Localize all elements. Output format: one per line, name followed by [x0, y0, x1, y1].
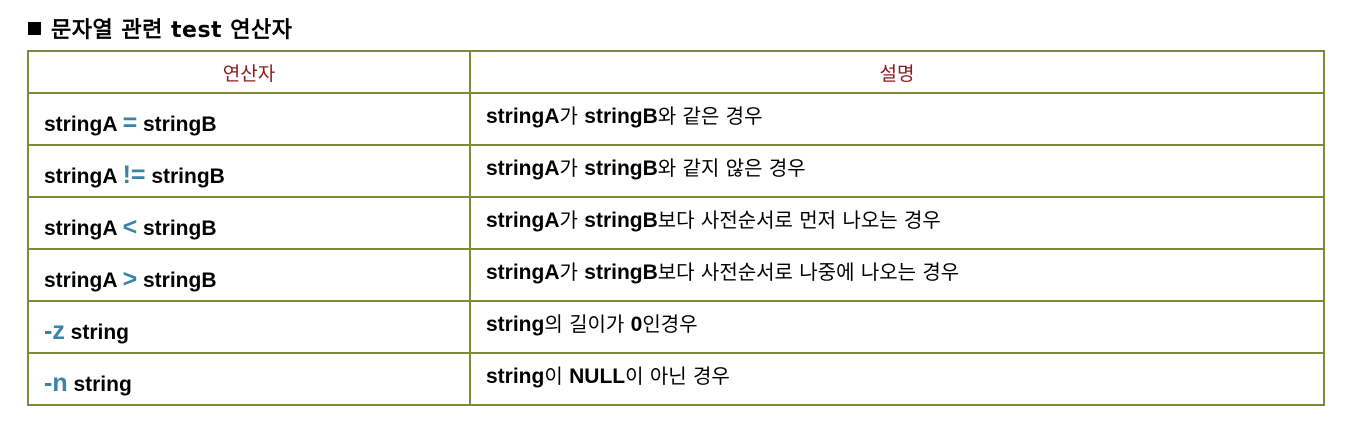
heading-text: 문자열 관련 test 연산자 — [51, 18, 293, 43]
description-keyword: NULL — [569, 365, 626, 388]
description-text: string의 길이가 0인경우 — [486, 303, 1322, 337]
table-header-row: 연산자 설명 — [27, 50, 1325, 94]
header-description: 설명 — [469, 50, 1325, 94]
table-row: -z string string의 길이가 0인경우 — [27, 300, 1325, 354]
description-fragment: 와 같지 않은 경우 — [657, 156, 806, 180]
operator-cell: stringA > stringB — [27, 248, 471, 302]
operand-left: stringA — [44, 165, 123, 188]
description-fragment: 가 — [559, 260, 585, 284]
table-row: stringA != stringB stringA가 stringB와 같지 … — [27, 144, 1325, 198]
operand-left: stringA — [44, 217, 123, 240]
operator-symbol: -n — [44, 369, 68, 397]
description-keyword: stringA — [486, 261, 560, 284]
description-cell: string의 길이가 0인경우 — [469, 300, 1325, 354]
operator-cell: stringA < stringB — [27, 196, 471, 250]
description-fragment: 의 길이가 — [544, 312, 631, 336]
description-text: stringA가 stringB와 같은 경우 — [486, 95, 1322, 129]
description-keyword: string — [486, 313, 545, 336]
description-fragment: 가 — [559, 208, 585, 232]
description-fragment: 가 — [559, 156, 585, 180]
operator-symbol: -z — [44, 317, 65, 345]
operand-left: stringA — [44, 269, 123, 292]
description-fragment: 와 같은 경우 — [657, 104, 763, 128]
description-fragment: 보다 사전순서로 먼저 나오는 경우 — [657, 208, 941, 232]
description-keyword: stringA — [486, 209, 560, 232]
description-text: stringA가 stringB와 같지 않은 경우 — [486, 147, 1322, 181]
operator-cell: -z string — [27, 300, 471, 354]
operand-right: stringB — [137, 269, 217, 292]
square-bullet-icon — [28, 21, 41, 35]
operator-expression: stringA > stringB — [44, 265, 468, 299]
operator-expression: stringA < stringB — [44, 213, 468, 247]
description-cell: stringA가 stringB와 같지 않은 경우 — [469, 144, 1325, 198]
description-keyword: string — [486, 365, 545, 388]
operator-expression: stringA != stringB — [44, 161, 468, 195]
operator-symbol: = — [122, 109, 138, 137]
operator-cell: stringA = stringB — [27, 92, 471, 146]
description-fragment: 인경우 — [642, 312, 698, 336]
operator-expression: stringA = stringB — [44, 109, 468, 143]
description-fragment: 가 — [559, 104, 585, 128]
description-keyword: stringA — [486, 157, 560, 180]
operator-expression: -z string — [44, 317, 468, 351]
operator-cell: -n string — [27, 352, 471, 406]
string-operators-table: 연산자 설명 stringA = stringB stringA가 string… — [27, 50, 1325, 406]
operator-symbol: < — [122, 213, 138, 241]
table-body: stringA = stringB stringA가 stringB와 같은 경… — [27, 92, 1325, 406]
operand-right: stringB — [137, 217, 217, 240]
table-row: stringA < stringB stringA가 stringB보다 사전순… — [27, 196, 1325, 250]
table-row: -n string string이 NULL이 아닌 경우 — [27, 352, 1325, 406]
operator-cell: stringA != stringB — [27, 144, 471, 198]
operand-right: stringB — [145, 165, 225, 188]
table-row: stringA = stringB stringA가 stringB와 같은 경… — [27, 92, 1325, 146]
description-keyword: stringB — [584, 105, 658, 128]
description-cell: stringA가 stringB와 같은 경우 — [469, 92, 1325, 146]
description-fragment: 이 — [544, 364, 570, 388]
description-keyword: stringB — [584, 209, 658, 232]
operator-symbol: > — [122, 265, 138, 293]
operand-right: string — [67, 373, 132, 396]
operand-right: stringB — [137, 113, 217, 136]
table-row: stringA > stringB stringA가 stringB보다 사전순… — [27, 248, 1325, 302]
description-keyword: stringB — [584, 261, 658, 284]
operand-left: stringA — [44, 113, 123, 136]
operand-right: string — [64, 321, 129, 344]
description-keyword: stringA — [486, 105, 560, 128]
description-cell: stringA가 stringB보다 사전순서로 먼저 나오는 경우 — [469, 196, 1325, 250]
description-cell: stringA가 stringB보다 사전순서로 나중에 나오는 경우 — [469, 248, 1325, 302]
description-keyword: stringB — [584, 157, 658, 180]
description-fragment: 이 아닌 경우 — [625, 364, 730, 388]
description-text: stringA가 stringB보다 사전순서로 나중에 나오는 경우 — [486, 251, 1322, 285]
header-operator: 연산자 — [27, 50, 471, 94]
description-text: string이 NULL이 아닌 경우 — [486, 355, 1322, 389]
description-text: stringA가 stringB보다 사전순서로 먼저 나오는 경우 — [486, 199, 1322, 233]
description-cell: string이 NULL이 아닌 경우 — [469, 352, 1325, 406]
description-keyword: 0 — [630, 313, 643, 336]
section-heading: 문자열 관련 test 연산자 — [28, 12, 292, 44]
description-fragment: 보다 사전순서로 나중에 나오는 경우 — [657, 260, 960, 284]
operator-symbol: != — [122, 161, 146, 189]
operator-expression: -n string — [44, 369, 468, 403]
